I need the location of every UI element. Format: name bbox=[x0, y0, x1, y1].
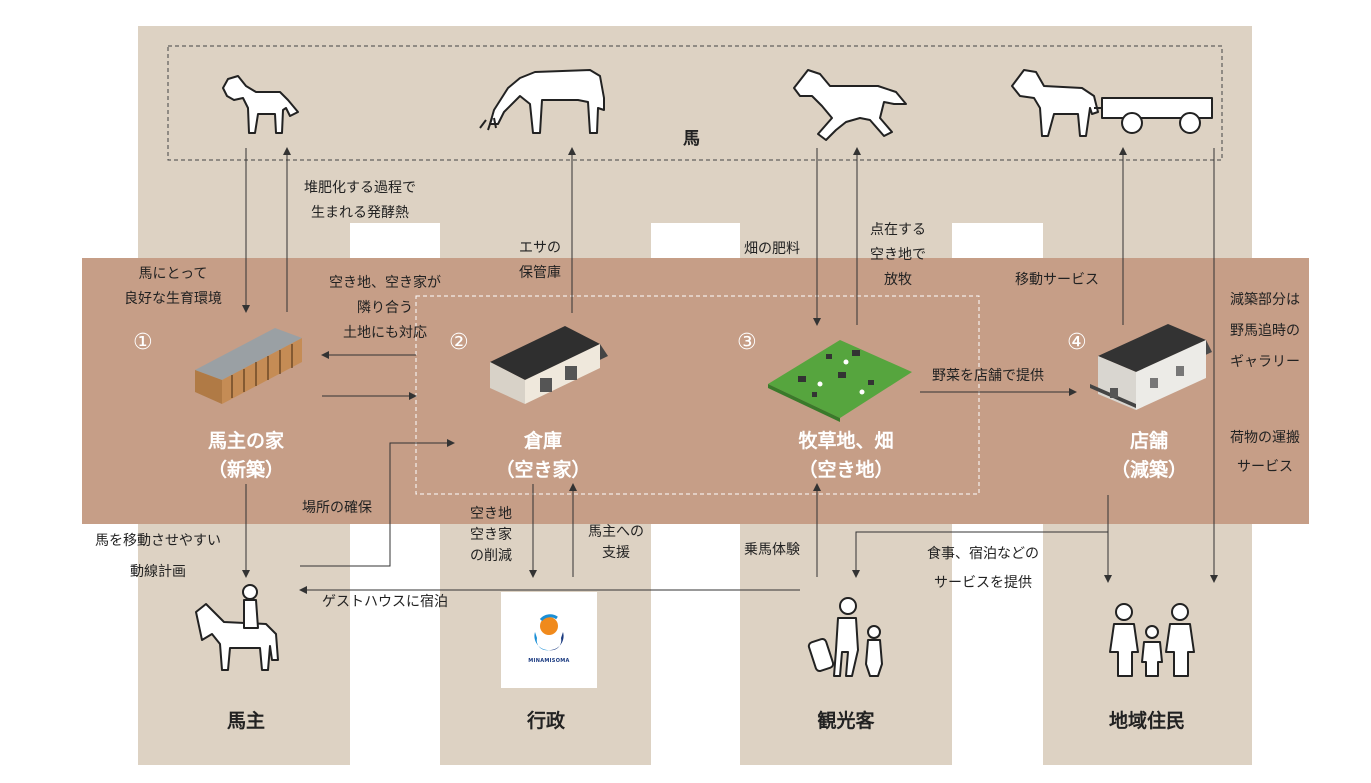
facility-2-name: 倉庫 bbox=[523, 430, 562, 452]
label-gallery-line3: ギャラリー bbox=[1230, 354, 1300, 370]
facility-4-sub: （減築） bbox=[1110, 459, 1187, 481]
actor-residents: 地域住民 bbox=[1108, 710, 1185, 732]
label-reduce-line2: 空き家 bbox=[470, 527, 512, 543]
facility-4-name: 店舗 bbox=[1129, 430, 1168, 452]
horse-cart-icon bbox=[1011, 69, 1213, 137]
field-illustration bbox=[768, 340, 912, 422]
label-fertilizer: 畑の肥料 bbox=[744, 241, 800, 257]
residents-icon bbox=[1109, 603, 1195, 677]
standing-horse-icon bbox=[222, 75, 299, 134]
label-compost: 堆肥化する過程で 生まれる発酵熱 bbox=[290, 176, 430, 226]
label-support-line2: 支援 bbox=[602, 545, 630, 561]
facility-2-label: 倉庫 （空き家） bbox=[443, 427, 643, 485]
label-feed: エサの 保管庫 bbox=[500, 236, 580, 286]
warehouse-illustration bbox=[490, 326, 608, 404]
minamisoma-logo-text: MINAMISOMA bbox=[528, 658, 570, 664]
actor-owner: 馬主 bbox=[226, 710, 265, 732]
label-adjacent-line3: 土地にも対応 bbox=[343, 325, 427, 341]
label-feed-line1: エサの bbox=[519, 240, 561, 256]
label-feed-line2: 保管庫 bbox=[519, 265, 561, 281]
top-background bbox=[138, 26, 1252, 223]
running-horse-icon bbox=[793, 69, 907, 141]
label-gallery-line1: 減築部分は bbox=[1230, 292, 1300, 308]
horse-group-label: 馬 bbox=[683, 129, 700, 149]
label-move-line2: 動線計画 bbox=[130, 564, 186, 580]
label-reduce: 空き地 空き家 の削減 bbox=[456, 504, 526, 567]
label-gallery: 減築部分は 野馬追時の ギャラリー bbox=[1214, 285, 1316, 378]
facility-3-sub: （空き地） bbox=[798, 459, 894, 481]
facility-4-label: 店舗 （減築） bbox=[1049, 427, 1249, 485]
label-reduce-line3: の削減 bbox=[470, 548, 512, 564]
facility-4-number: ④ bbox=[1067, 330, 1087, 355]
facility-1-label: 馬主の家 （新築） bbox=[146, 427, 346, 485]
rider-icon bbox=[195, 584, 279, 671]
label-food: 食事、宿泊などの サービスを提供 bbox=[908, 540, 1058, 598]
label-good-env-line2: 良好な生育環境 bbox=[124, 291, 222, 307]
label-move-line1: 馬を移動させやすい bbox=[95, 533, 221, 549]
label-graze-line1: 点在する bbox=[870, 222, 926, 238]
label-food-line1: 食事、宿泊などの bbox=[927, 546, 1039, 562]
facility-1-name: 馬主の家 bbox=[207, 430, 284, 452]
label-good-env: 馬にとって 良好な生育環境 bbox=[108, 262, 238, 312]
label-support: 馬主への 支援 bbox=[576, 522, 656, 564]
label-guesthouse: ゲストハウスに宿泊 bbox=[322, 594, 448, 610]
label-gallery-line2: 野馬追時の bbox=[1230, 323, 1300, 339]
label-adjacent-line1: 空き地、空き家が bbox=[329, 275, 441, 291]
facility-2-sub: （空き家） bbox=[495, 459, 591, 481]
label-move: 馬を移動させやすい 動線計画 bbox=[78, 526, 238, 588]
label-compost-line1: 堆肥化する過程で bbox=[304, 180, 416, 196]
label-good-env-line1: 馬にとって bbox=[138, 266, 208, 282]
label-support-line1: 馬主への bbox=[588, 524, 644, 540]
label-cargo-line2: サービス bbox=[1237, 459, 1293, 475]
facility-3-label: 牧草地、畑 （空き地） bbox=[746, 427, 946, 485]
horse-group-frame bbox=[167, 45, 1223, 161]
shop-illustration bbox=[1090, 324, 1212, 410]
facility-2-number: ② bbox=[449, 330, 469, 355]
label-graze-line2: 空き地で bbox=[870, 247, 926, 263]
label-cargo: 荷物の運搬 サービス bbox=[1214, 424, 1316, 482]
label-compost-line2: 生まれる発酵熱 bbox=[311, 205, 409, 221]
label-mobile: 移動サービス bbox=[1015, 272, 1099, 288]
label-reduce-line1: 空き地 bbox=[470, 506, 512, 522]
label-vegetables: 野菜を店舗で提供 bbox=[932, 368, 1044, 384]
label-cargo-line1: 荷物の運搬 bbox=[1230, 430, 1300, 446]
label-graze: 点在する 空き地で 放牧 bbox=[858, 218, 938, 293]
actor-government: 行政 bbox=[526, 710, 565, 732]
grazing-horse-icon bbox=[479, 69, 605, 134]
label-adjacent-line2: 隣り合う bbox=[357, 300, 413, 316]
label-place: 場所の確保 bbox=[302, 500, 372, 516]
label-graze-line3: 放牧 bbox=[884, 272, 912, 288]
minamisoma-logo-mark bbox=[534, 614, 564, 651]
actor-tourist: 観光客 bbox=[817, 710, 875, 732]
label-food-line2: サービスを提供 bbox=[934, 575, 1032, 591]
facility-1-number: ① bbox=[133, 330, 153, 355]
facility-1-sub: （新築） bbox=[207, 459, 284, 481]
tourist-icon bbox=[807, 597, 883, 677]
facility-3-name: 牧草地、畑 bbox=[798, 430, 894, 452]
minamisoma-logo: MINAMISOMA bbox=[501, 592, 597, 688]
label-riding: 乗馬体験 bbox=[744, 542, 800, 558]
label-adjacent: 空き地、空き家が 隣り合う 土地にも対応 bbox=[310, 271, 460, 346]
new-house-illustration bbox=[195, 328, 302, 404]
facility-3-number: ③ bbox=[737, 330, 757, 355]
